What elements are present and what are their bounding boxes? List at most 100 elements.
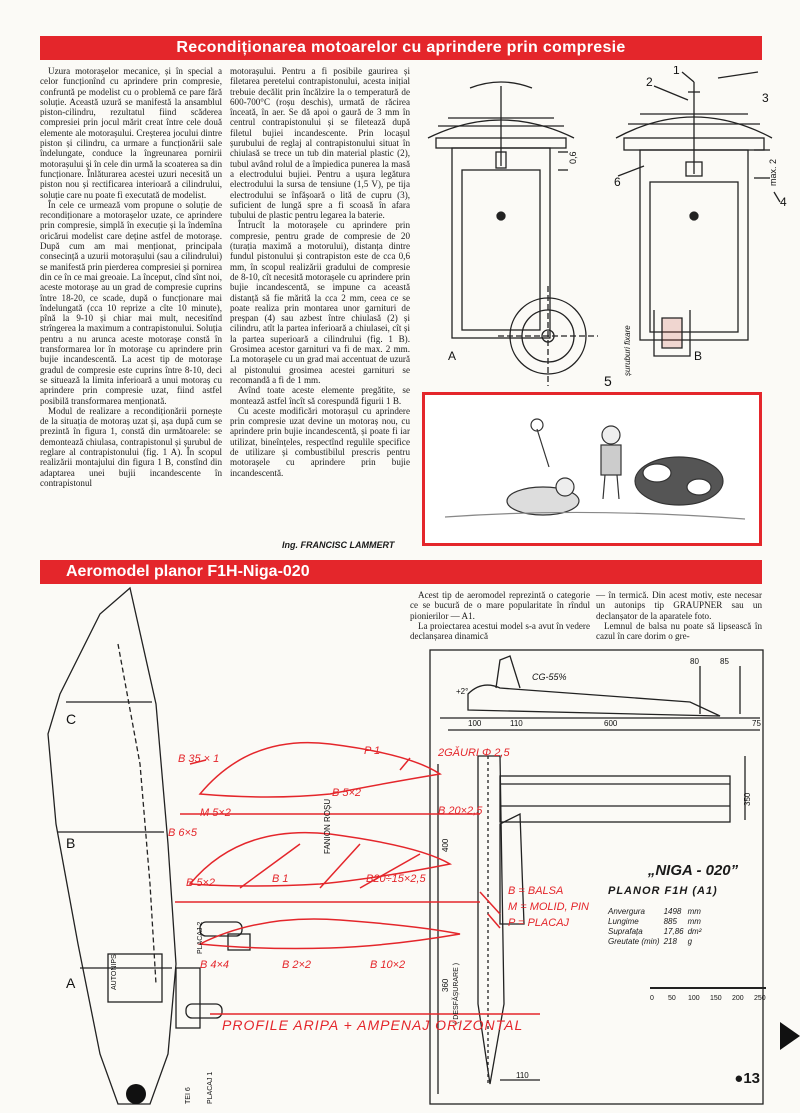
fig-label-2: 2 bbox=[646, 75, 653, 89]
page-number-value: 13 bbox=[743, 1070, 760, 1087]
article-column-2: motorașului. Pentru a fi posibile gaurir… bbox=[230, 66, 410, 478]
fuselage-top-view bbox=[477, 755, 505, 1085]
paragraph: Lemnul de balsa nu poate să lipsească în… bbox=[596, 620, 762, 642]
cartoon-illustration bbox=[444, 418, 746, 520]
part-label: B 5×2 bbox=[332, 787, 361, 799]
spec-unit: dm² bbox=[687, 927, 702, 936]
specs-row: Suprafața 17,86 dm² bbox=[608, 927, 705, 937]
paragraph: motorașului. Pentru a fi posibile gaurir… bbox=[230, 66, 410, 221]
part-label: B 1 bbox=[272, 873, 289, 885]
paragraph: — în termică. Din acest motiv, este nece… bbox=[596, 590, 762, 621]
paragraph: Întrucît la motorașele cu aprindere prin… bbox=[230, 220, 410, 385]
top-view-frame bbox=[429, 649, 764, 1105]
fig-label-4: 4 bbox=[780, 195, 787, 209]
dim-0-6: 0,6 bbox=[568, 151, 578, 164]
engine-b-cylinder bbox=[639, 149, 749, 341]
dim-80: 80 bbox=[690, 657, 699, 666]
part-label: B 4×4 bbox=[200, 959, 229, 971]
cartoon-photo bbox=[422, 392, 762, 546]
model-class: PLANOR F1H (A1) bbox=[608, 885, 718, 897]
page-number: ●13 bbox=[734, 1070, 760, 1087]
dim-85: 85 bbox=[720, 657, 729, 666]
dim-600: 600 bbox=[604, 719, 618, 728]
part-label: B 35 × 1 bbox=[178, 753, 219, 765]
fig-label-b: B bbox=[694, 349, 702, 363]
fig-label-a: A bbox=[448, 349, 456, 363]
part-label: 2GĂURI Φ 2,5 bbox=[437, 746, 510, 759]
specs-row: Greutate (min) 218 g bbox=[608, 937, 705, 947]
spec-label: Lungime bbox=[608, 917, 639, 926]
scale-tick: 100 bbox=[688, 995, 700, 1002]
specs-row: Anvergura 1498 mm bbox=[608, 907, 705, 917]
gasket-section bbox=[653, 310, 691, 357]
legend-balsa: B = BALSA bbox=[508, 885, 563, 897]
dim-110-tail: 110 bbox=[516, 1071, 529, 1080]
engine-b-piston bbox=[649, 181, 739, 333]
fig-label-3: 3 bbox=[762, 91, 769, 105]
scale-tick: 250 bbox=[754, 995, 766, 1002]
model-name: „NIGA - 020” bbox=[647, 862, 739, 879]
spec-value: 1498 bbox=[663, 907, 682, 916]
part-label: B 5×2 bbox=[186, 877, 215, 889]
scale-tick: 150 bbox=[710, 995, 722, 1002]
dim-400: 400 bbox=[441, 838, 450, 852]
article-column-4: — în termică. Din acest motiv, este nece… bbox=[596, 590, 762, 641]
model-specs: „NIGA - 020” PLANOR F1H (A1) Anvergura 1… bbox=[608, 862, 778, 947]
autonips-label: AUTONIPS bbox=[111, 954, 118, 990]
fig-label-1: 1 bbox=[673, 66, 680, 77]
placaj-label: PLACAJ 1 bbox=[207, 1072, 214, 1104]
cg-label: CG-55% bbox=[532, 672, 567, 682]
dim-100: 100 bbox=[468, 719, 482, 728]
incidence-label: +2° bbox=[456, 687, 468, 696]
part-label: B 10×2 bbox=[370, 959, 405, 971]
spec-label: Anvergura bbox=[608, 907, 645, 916]
engine-a-piston bbox=[461, 169, 541, 331]
section-label-a: A bbox=[66, 975, 76, 991]
paragraph: În cele ce urmează vom propune o soluție… bbox=[40, 199, 222, 406]
spec-value: 885 bbox=[663, 917, 677, 926]
side-view-fuselage bbox=[467, 684, 721, 717]
spec-value: 17,86 bbox=[663, 927, 684, 936]
article-column-3: Acest tip de aeromodel reprezintă o cate… bbox=[410, 590, 590, 641]
legend-placaj: P = PLACAJ bbox=[508, 917, 570, 929]
cartoon-figure-standing bbox=[601, 425, 621, 445]
autonips-box bbox=[107, 953, 163, 1003]
dim-350: 350 bbox=[743, 792, 752, 806]
wing-top-view bbox=[499, 775, 731, 823]
cartoon-cow bbox=[634, 456, 724, 506]
specs-row: Lungime 885 mm bbox=[608, 917, 705, 927]
paragraph: Avînd toate aceste elemente pregătite, s… bbox=[230, 385, 410, 406]
part-label: B 2×2 bbox=[282, 959, 311, 971]
scale-tick: 200 bbox=[732, 995, 744, 1002]
dim-110: 110 bbox=[510, 719, 523, 728]
dim-360: 360 bbox=[441, 978, 450, 992]
fig-label-6: 6 bbox=[614, 175, 621, 189]
paragraph: Modul de realizare a recondiționării por… bbox=[40, 405, 222, 488]
article-title: Recondiționarea motoarelor cu aprindere … bbox=[40, 36, 762, 60]
spec-label: Suprafața bbox=[608, 927, 643, 936]
glider-plan: C B A AUTONIPS PLACAJ 2 PLACAJ 1 TEI 6 F… bbox=[47, 586, 766, 1105]
author-byline: Ing. FRANCISC LAMMERT bbox=[282, 540, 395, 550]
engine-a-cylinder bbox=[451, 147, 551, 339]
spec-unit: g bbox=[687, 937, 693, 946]
engine-figure: A B 2 1 3 4 5 6 0,6 max. 2 șuruburi fixa… bbox=[427, 66, 787, 386]
wing-profile-2 bbox=[188, 831, 453, 887]
spec-unit: mm bbox=[687, 917, 701, 926]
dim-75: 75 bbox=[752, 719, 761, 728]
paragraph: Uzura motorașelor mecanice, și în specia… bbox=[40, 66, 222, 200]
profile-caption: PROFILE ARIPA + AMPENAJ ORIZONTAL bbox=[222, 1017, 523, 1033]
spec-unit: mm bbox=[687, 907, 701, 916]
spec-value: 218 bbox=[663, 937, 677, 946]
fanion-label: FANION ROȘU bbox=[323, 799, 332, 854]
paragraph: Cu aceste modificări motorașul cu aprind… bbox=[230, 405, 410, 478]
paragraph: Acest tip de aeromodel reprezintă o cate… bbox=[410, 590, 590, 621]
legend-molid: M = MOLID, PIN bbox=[508, 901, 589, 913]
dim-max-2: max. 2 bbox=[768, 159, 778, 186]
placaj-label: PLACAJ 2 bbox=[197, 922, 204, 954]
desfasurare-label: ( DESFĂȘURARE ) bbox=[451, 963, 460, 1024]
specs-table: Anvergura 1498 mm Lungime 885 mm Suprafa… bbox=[608, 907, 705, 947]
wing-profile-1 bbox=[198, 741, 442, 798]
part-label: B 20×2,5 bbox=[438, 805, 483, 817]
spec-label: Greutate (min) bbox=[608, 937, 660, 946]
article-column-1: Uzura motorașelor mecanice, și în specia… bbox=[40, 66, 222, 488]
